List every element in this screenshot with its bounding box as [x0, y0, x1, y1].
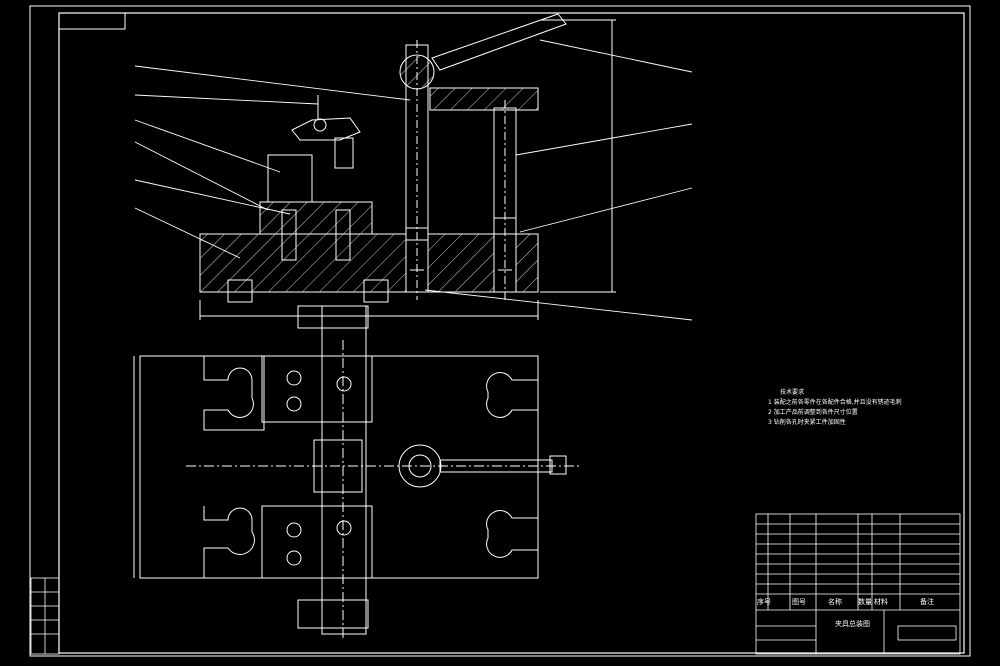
tb-header-remarks: 备注	[920, 598, 934, 606]
inner-border	[58, 12, 965, 654]
note-2: 2 加工产品前调整到各件尺寸位置	[768, 409, 858, 416]
notes-heading: 技术要求	[780, 389, 805, 396]
tb-header-material: 材料	[874, 598, 888, 606]
top-arm	[429, 87, 539, 111]
top-view	[133, 305, 580, 640]
technical-notes: 技术要求 1 装配之前各零件在各配件合格,并且没有锈迹毛刺 2 加工产品前调整到…	[768, 388, 902, 428]
note-3: 3 钻削各孔时夹紧工件加固性	[768, 419, 846, 426]
tb-header-drawing-no: 图号	[792, 598, 806, 606]
drawing-title: 夹具总装图	[835, 620, 870, 628]
tb-header-name: 名称	[828, 598, 842, 606]
left-strip	[30, 577, 60, 655]
front-view	[199, 13, 616, 320]
clamp-handle	[431, 13, 567, 71]
title-block	[755, 513, 961, 655]
top-left-box	[58, 12, 126, 30]
support-block	[267, 154, 313, 203]
note-1: 1 装配之前各零件在各配件合格,并且没有锈迹毛刺	[768, 399, 902, 406]
clamp-block	[259, 201, 373, 235]
tb-header-qty: 数量	[858, 598, 872, 606]
tb-header-index: 序号	[757, 598, 771, 606]
base-plate	[199, 233, 539, 293]
leader-lines	[134, 39, 693, 321]
outer-border	[29, 5, 971, 657]
